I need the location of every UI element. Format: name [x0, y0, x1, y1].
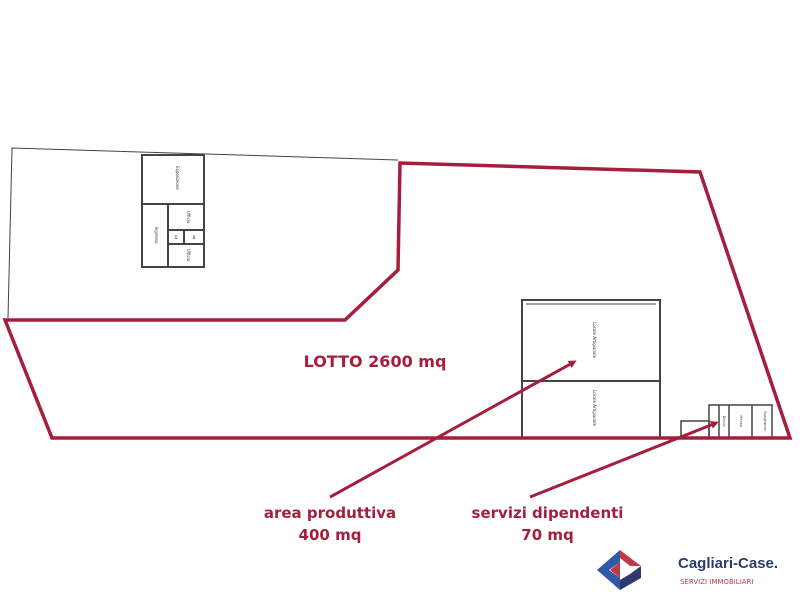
room-label: Ufficio	[186, 211, 191, 224]
logo-tagline: SERVIZI IMMOBILIARI	[680, 578, 754, 586]
room-label: Ingresso	[154, 227, 159, 244]
area-produttiva-label: area produttiva 400 mq	[240, 502, 420, 546]
building-offices	[141, 154, 205, 268]
servizi-label: servizi dipendenti 70 mq	[455, 502, 640, 546]
room-label: Spogliatoio	[763, 411, 767, 431]
room-label: Locale Artigianale	[592, 322, 597, 358]
arrow-servizi	[529, 421, 719, 499]
logo-name: Cagliari-Case.	[678, 555, 779, 572]
area-produttiva-size: 400 mq	[298, 526, 362, 544]
room-label: B	[193, 235, 196, 240]
room-label: Mensa	[739, 415, 743, 426]
room-label: Ufficio	[186, 249, 191, 262]
arrow-area-produttiva	[329, 360, 577, 499]
lot-boundary	[7, 147, 399, 319]
servizi-title: servizi dipendenti	[471, 504, 624, 522]
servizi-size: 70 mq	[521, 526, 574, 544]
room-label: Esposizione	[175, 166, 180, 190]
lot-outline	[2, 161, 793, 440]
lotto-label: LOTTO 2600 mq	[303, 352, 447, 371]
area-produttiva-title: area produttiva	[263, 504, 397, 522]
room-label: Locale Artigianale	[592, 390, 597, 426]
building-workshop	[521, 299, 661, 439]
room-label: Docce	[722, 416, 726, 427]
logo-mark	[597, 550, 641, 590]
room-label: D	[174, 235, 177, 240]
